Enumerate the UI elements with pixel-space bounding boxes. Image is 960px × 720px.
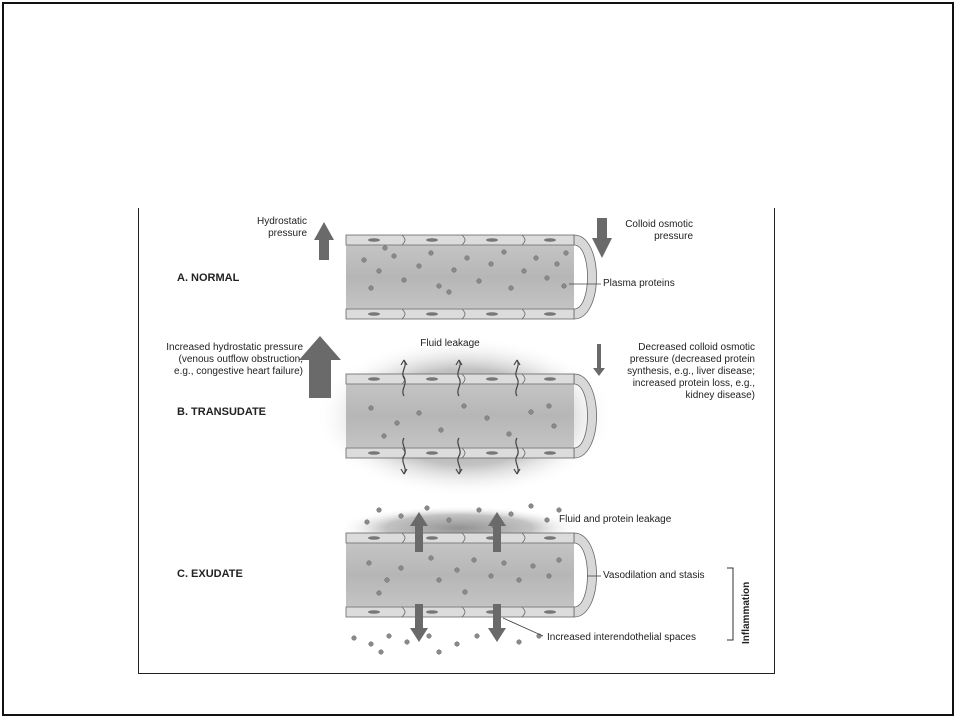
increased-hydrostatic-label: Increased hydrostatic pressure (venous o… <box>143 342 303 378</box>
inflammation-label: Inflammation <box>741 582 752 644</box>
vasodilation-label: Vasodilation and stasis <box>603 570 705 582</box>
edema-diagram: Hydrostatic pressure Colloid osmotic pre… <box>138 208 775 674</box>
vessel-exudate <box>346 533 601 636</box>
hydrostatic-arrow-up-icon <box>314 222 334 260</box>
decreased-colloid-label: Decreased colloid osmotic pressure (decr… <box>605 342 755 402</box>
panel-c-title: C. EXUDATE <box>177 568 243 580</box>
fluid-protein-leakage-label: Fluid and protein leakage <box>559 514 671 526</box>
fluid-leakage-label: Fluid leakage <box>415 338 485 350</box>
vessel-transudate <box>346 360 597 474</box>
normal-hydrostatic-label: Hydrostatic pressure <box>247 216 307 240</box>
decreased-colloid-arrow-icon <box>593 344 605 376</box>
panel-a-title: A. NORMAL <box>177 272 239 284</box>
vessel-normal <box>346 235 601 319</box>
inflammation-bracket <box>727 568 733 640</box>
interendothelial-spaces-label: Increased interendothelial spaces <box>547 632 696 644</box>
normal-colloid-label: Colloid osmotic pressure <box>609 219 693 243</box>
plasma-proteins-label: Plasma proteins <box>603 278 675 290</box>
panel-b-title: B. TRANSUDATE <box>177 406 266 418</box>
